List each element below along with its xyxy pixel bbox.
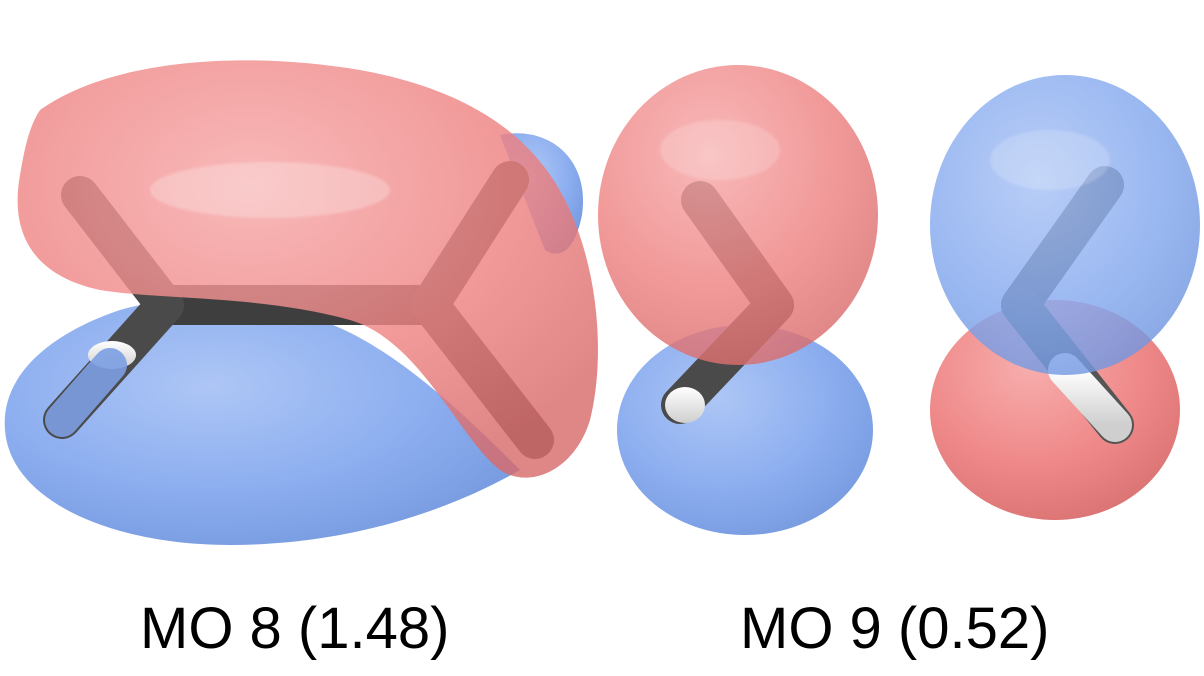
mo9-hydrogen-atom-left — [665, 387, 705, 423]
mo8-red-lobe — [17, 60, 598, 478]
mo9-orbital — [598, 65, 1200, 535]
mo8-orbital — [4, 60, 598, 545]
mo9-blue-lobe-right — [930, 75, 1200, 375]
mo8-label: MO 8 (1.48) — [140, 596, 450, 661]
mo9-hydrogen-atom-right — [1048, 353, 1132, 442]
mo9-red-lobe-left — [598, 65, 878, 365]
orbital-diagram — [4, 60, 1200, 545]
mo9-label: MO 9 (0.52) — [740, 596, 1050, 661]
mo8-red-highlight — [150, 162, 390, 218]
